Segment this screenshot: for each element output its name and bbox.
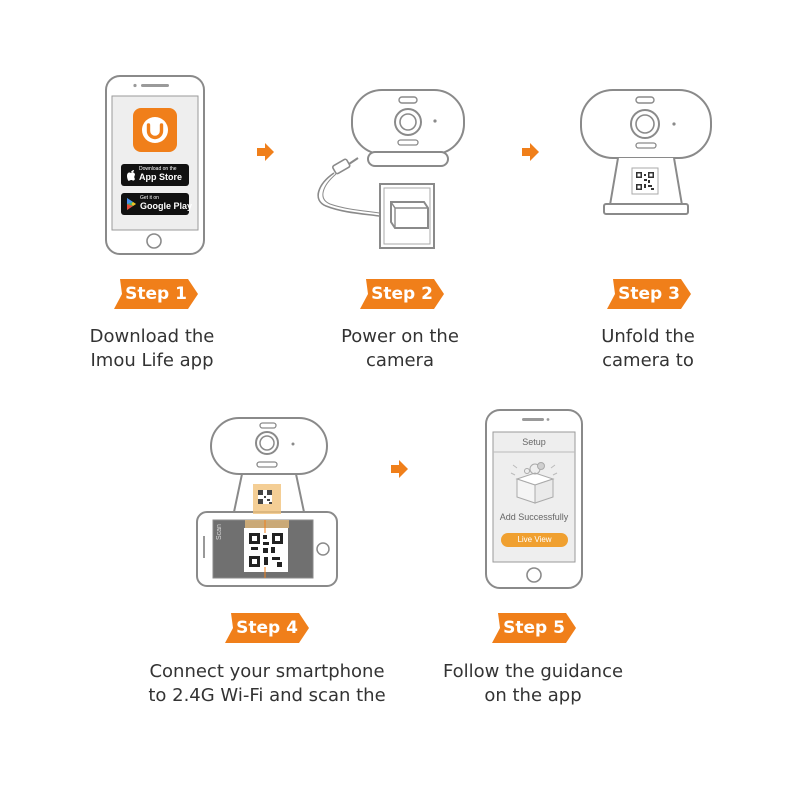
step-2-label: Step 2	[371, 284, 433, 304]
step-5-caption-line-2: on the app	[484, 685, 582, 706]
step-4-caption: Connect your smartphone to 2.4G Wi-Fi an…	[127, 660, 407, 708]
apple-icon	[127, 170, 135, 181]
arrow-right-icon	[522, 143, 539, 161]
google-play-badge-name: Google Play	[140, 201, 193, 211]
step-5-caption: Follow the guidance on the app	[413, 660, 653, 708]
app-store-badge-name: App Store	[139, 172, 183, 182]
step-4-badge: Step 4	[225, 613, 309, 643]
step-1-label: Step 1	[125, 284, 187, 304]
step-2-caption: Power on the camera	[300, 325, 500, 373]
step-2-badge: Step 2	[360, 279, 444, 309]
step-5-label: Step 5	[503, 618, 565, 638]
success-illustration-icon	[510, 462, 558, 504]
qr-code-icon	[249, 533, 283, 567]
live-view-button[interactable]: Live View	[501, 533, 568, 547]
imou-app-icon	[133, 108, 177, 152]
qr-code-icon	[258, 490, 272, 504]
step-3-caption-line-1: Unfold the	[601, 326, 695, 347]
add-successfully-text: Add Successfully	[499, 512, 569, 522]
step-4-caption-line-2: to 2.4G Wi-Fi and scan the	[148, 685, 386, 706]
step-3-caption: Unfold the camera to	[548, 325, 748, 373]
step-3-caption-line-2: camera to	[602, 350, 694, 371]
qr-code-icon	[636, 172, 654, 190]
step-1-caption-line-1: Download the	[89, 326, 215, 347]
step-1-caption-line-2: Imou Life app	[90, 350, 214, 371]
step-5-caption-line-1: Follow the guidance	[442, 661, 624, 682]
google-play-badge[interactable]: Get it on Google Play	[121, 193, 193, 215]
step-4-caption-line-1: Connect your smartphone	[149, 661, 385, 682]
app-store-badge-top: Download on the	[139, 166, 177, 172]
step-5-badge: Step 5	[492, 613, 576, 643]
step-2-caption-line-2: camera	[366, 350, 434, 371]
step-4-label: Step 4	[236, 618, 298, 638]
setup-header: Setup	[522, 437, 546, 447]
step-3-badge: Step 3	[607, 279, 691, 309]
app-store-badge[interactable]: Download on the App Store	[121, 164, 189, 186]
arrow-right-icon	[257, 143, 274, 161]
google-play-badge-top: Get it on	[140, 195, 159, 201]
step-1-caption: Download the Imou Life app	[52, 325, 252, 373]
step-3-label: Step 3	[618, 284, 680, 304]
arrow-right-icon	[391, 460, 408, 478]
google-play-icon	[127, 198, 136, 210]
step-1-badge: Step 1	[114, 279, 198, 309]
step-2-caption-line-1: Power on the	[341, 326, 459, 347]
